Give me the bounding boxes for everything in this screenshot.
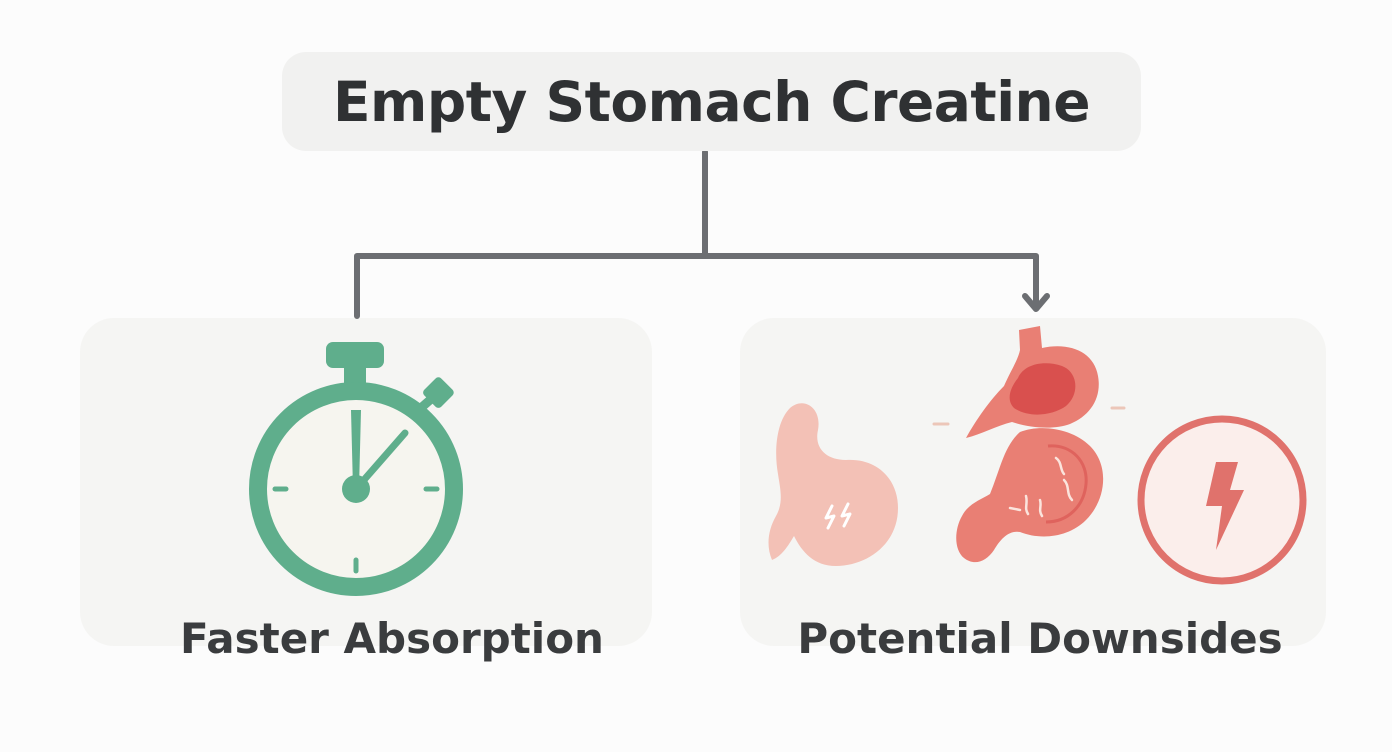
arrowhead <box>1022 293 1050 312</box>
faster-absorption-label: Faster Absorption <box>180 614 604 663</box>
diagram-title: Empty Stomach Creatine <box>332 69 1091 134</box>
title-box: Empty Stomach Creatine <box>282 52 1141 151</box>
stomach-light-icon <box>768 403 898 566</box>
stomach-upper-icon <box>966 326 1099 438</box>
potential-downsides-label: Potential Downsides <box>797 614 1283 663</box>
stomach-lower-icon <box>956 428 1104 563</box>
lightning-warning-icon <box>1137 415 1307 585</box>
stopwatch-icon <box>249 342 463 596</box>
branch-line <box>354 253 1039 319</box>
motion-dashes <box>932 406 1126 426</box>
